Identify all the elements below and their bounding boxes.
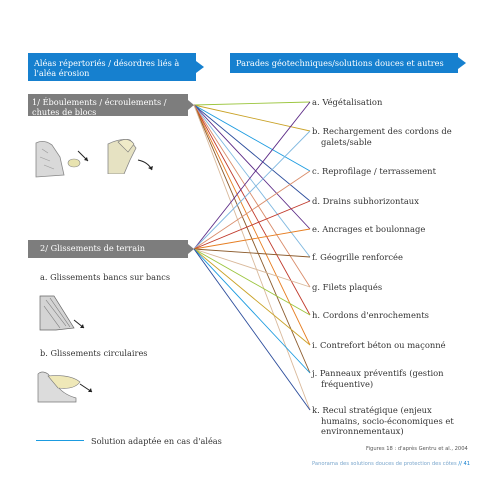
solution-item: i. Contrefort béton ou maçonné <box>312 340 472 351</box>
hazards-header: Aléas répertoriés / désordres liés à l'a… <box>28 53 204 81</box>
footer-page-number: // 41 <box>458 461 471 467</box>
solution-item: g. Filets plaqués <box>312 282 472 293</box>
connection-line <box>193 200 311 250</box>
figure-caption: Figures 18 : d'après Gentru et al., 2004 <box>366 446 468 452</box>
solutions-header-label: Parades géotechniques/solutions douces e… <box>236 58 444 68</box>
solution-label: a. Végétalisation <box>312 97 383 107</box>
circular-slide-illustration <box>37 371 93 403</box>
connection-line <box>193 104 311 172</box>
solution-label: d. Drains subhorizontaux <box>312 196 419 206</box>
connection-line <box>193 248 311 374</box>
connection-line <box>193 104 311 258</box>
connection-line <box>193 248 311 316</box>
solution-item: e. Ancrages et boulonnage <box>312 224 472 235</box>
connection-line <box>193 248 311 346</box>
solution-item: a. Végétalisation <box>312 97 472 108</box>
rockfall-illustration-2 <box>107 139 153 174</box>
solution-label-continued: humains, socio-économiques et environnem… <box>321 415 454 437</box>
page-footer: Panorama des solutions douces de protect… <box>312 461 470 467</box>
section-rockfall-bar: 1/ Éboulements / écroulements / chutes d… <box>28 94 194 117</box>
subsection-layer-slides: a. Glissements bancs sur bancs <box>40 272 171 282</box>
legend-label: Solution adaptée en cas d'aléas <box>91 436 222 446</box>
solution-label: c. Reprofilage / terrassement <box>312 166 436 176</box>
connection-line <box>193 104 311 230</box>
solution-label-continued: galets/sable <box>321 136 372 147</box>
section-rockfall-label: 1/ Éboulements / écroulements / chutes d… <box>32 97 167 117</box>
solution-label: e. Ancrages et boulonnage <box>312 224 426 234</box>
solution-label-continued: fréquentive) <box>321 378 374 389</box>
connection-line <box>193 104 311 411</box>
connection-line <box>193 101 311 106</box>
connection-line <box>193 104 311 288</box>
solution-label: i. Contrefort béton ou maçonné <box>312 340 446 350</box>
solution-label: g. Filets plaqués <box>312 282 383 292</box>
solution-item: h. Cordons d'enrochements <box>312 310 472 321</box>
connection-line <box>193 248 311 411</box>
rockfall-illustration-1 <box>35 141 89 178</box>
solution-label: b. Rechargement des cordons de <box>312 126 452 136</box>
section-landslide-label: 2/ Glissements de terrain <box>40 243 145 253</box>
connection-line <box>193 130 311 250</box>
connection-line <box>193 104 311 202</box>
solution-label: k. Recul stratégique (enjeux <box>312 405 432 415</box>
solution-item: c. Reprofilage / terrassement <box>312 166 472 177</box>
solutions-header: Parades géotechniques/solutions douces e… <box>230 53 466 73</box>
solution-item: d. Drains subhorizontaux <box>312 196 472 207</box>
solution-label: h. Cordons d'enrochements <box>312 310 429 320</box>
solution-label: f. Géogrille renforcée <box>312 252 403 262</box>
layer-slide-illustration <box>39 295 85 331</box>
connection-line <box>193 170 311 250</box>
hazards-header-label: Aléas répertoriés / désordres liés à l'a… <box>34 58 180 78</box>
legend-line <box>36 440 84 441</box>
connection-line <box>193 248 311 258</box>
solution-label: j. Panneaux préventifs (gestion <box>312 368 444 378</box>
connection-line <box>193 101 311 250</box>
connection-line <box>193 248 311 288</box>
footer-text: Panorama des solutions douces de protect… <box>312 461 457 467</box>
connection-line <box>193 228 311 250</box>
solution-item: f. Géogrille renforcée <box>312 252 472 263</box>
subsection-circular-slides: b. Glissements circulaires <box>40 348 148 358</box>
section-landslide-bar: 2/ Glissements de terrain <box>28 240 194 258</box>
